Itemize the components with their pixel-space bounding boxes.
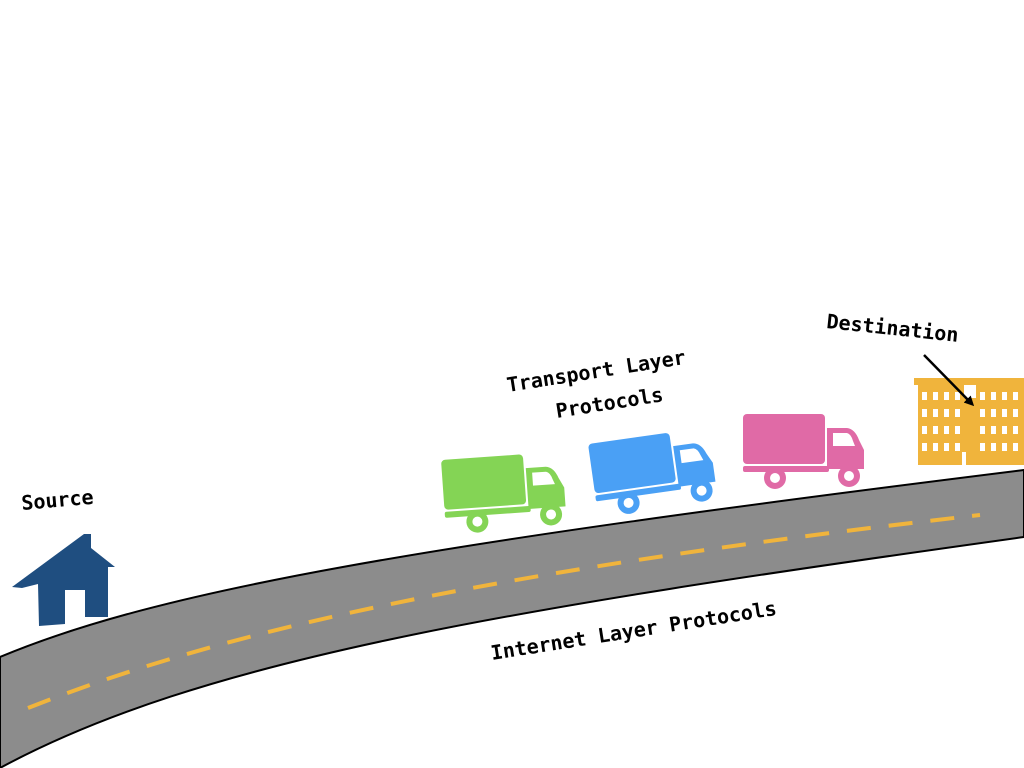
truck-icon (743, 414, 864, 489)
house-icon (12, 534, 115, 626)
office-building-icon (914, 378, 1024, 465)
road-lane-marking (27, 513, 981, 710)
truck-icon (588, 427, 719, 519)
truck-icon (441, 451, 567, 535)
source-label: Source (20, 485, 94, 515)
destination-label: Destination (825, 309, 959, 347)
transport-protocols-label: Protocols (554, 382, 665, 423)
road-surface (0, 468, 1024, 768)
arrow-icon (923, 354, 975, 407)
road (0, 468, 1024, 768)
